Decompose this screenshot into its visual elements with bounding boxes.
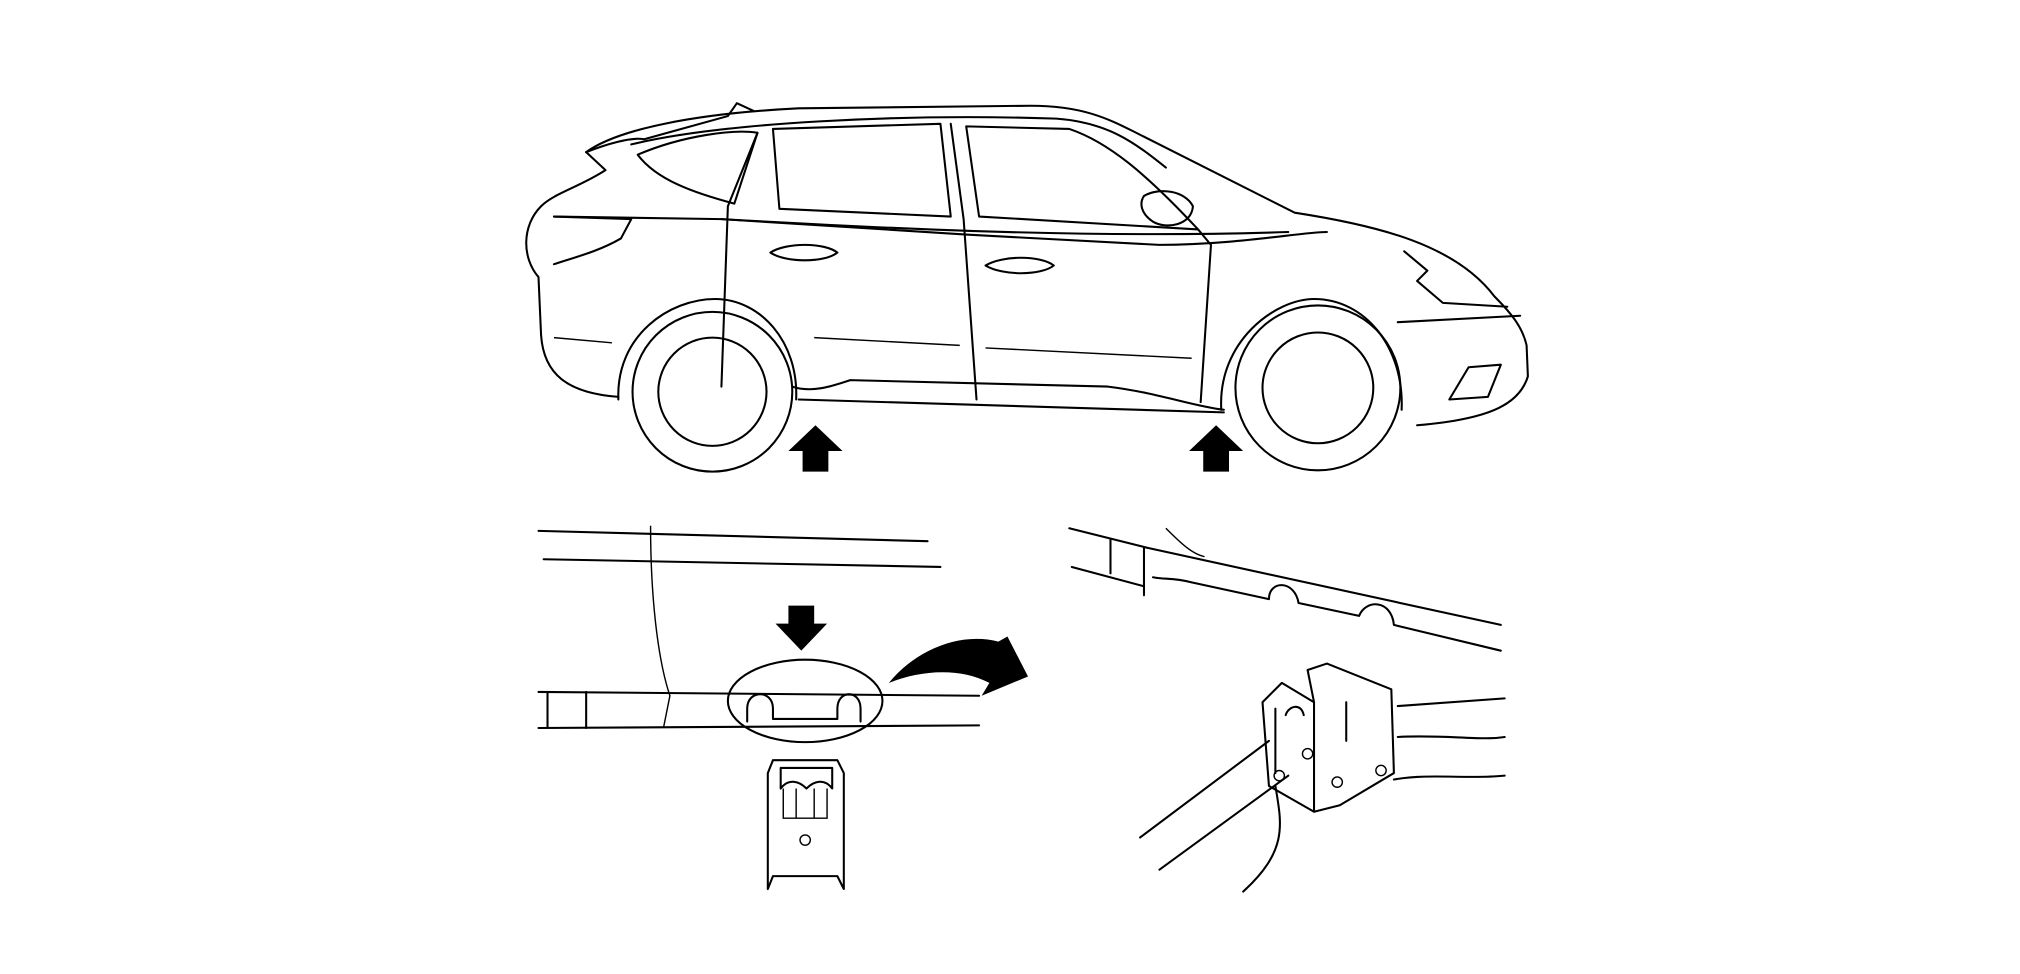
- sill-detail: [537, 525, 981, 891]
- car-side-view: [525, 102, 1529, 473]
- up-arrow-icon: [1189, 425, 1244, 472]
- down-arrow-icon: [775, 605, 828, 651]
- curved-arrow-icon: [888, 636, 1029, 696]
- jack-under-sill-3d-view: [1068, 527, 1506, 893]
- up-arrow-icon: [788, 425, 843, 472]
